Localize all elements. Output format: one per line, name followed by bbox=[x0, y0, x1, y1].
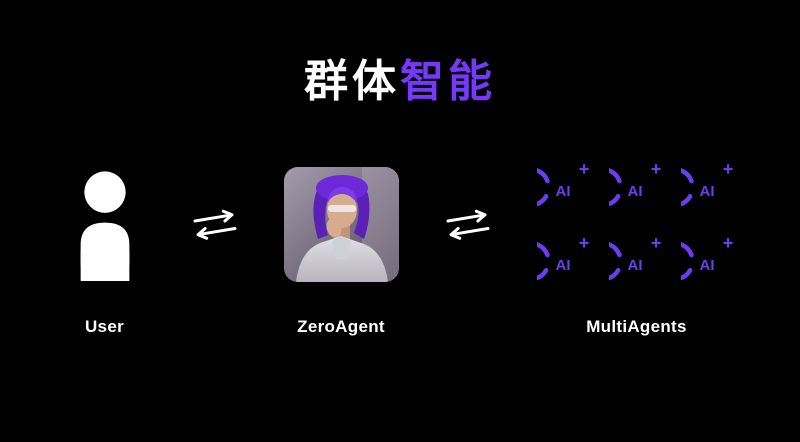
diagram-row: User bbox=[0, 152, 800, 337]
multi-agents-label: MultiAgents bbox=[586, 317, 687, 337]
node-user: User bbox=[64, 152, 146, 337]
ai-icon-text: AI bbox=[699, 183, 714, 200]
page-title: 群体智能 bbox=[0, 0, 800, 106]
ai-agents-grid: AI + AI + AI + AI bbox=[536, 160, 737, 290]
ai-icon-text: AI bbox=[555, 183, 570, 200]
ai-icon-text: AI bbox=[555, 257, 570, 274]
exchange-arrows-icon bbox=[446, 209, 489, 240]
ai-agent-icon: AI + bbox=[536, 234, 589, 281]
ai-icon-plus-badge: + bbox=[578, 234, 589, 253]
user-label: User bbox=[84, 317, 124, 337]
node-multi-agents: AI + AI + AI + AI bbox=[536, 152, 737, 337]
zero-agent-label: ZeroAgent bbox=[297, 317, 385, 337]
ai-icon-text: AI bbox=[699, 257, 714, 274]
zero-agent-avatar-art bbox=[283, 167, 399, 283]
ai-agent-icon: AI + bbox=[680, 160, 733, 207]
exchange-right bbox=[444, 152, 492, 297]
ai-agent-icon: AI + bbox=[536, 160, 589, 207]
ai-agent-icon: AI + bbox=[608, 234, 661, 281]
exchange-left bbox=[191, 152, 239, 297]
ai-icon-text: AI bbox=[627, 183, 642, 200]
ai-agent-icon: AI + bbox=[608, 160, 661, 207]
ai-icon-plus-badge: + bbox=[578, 160, 589, 179]
exchange-arrows-icon bbox=[193, 209, 236, 240]
ai-icon-text: AI bbox=[627, 257, 642, 274]
ai-icon-plus-badge: + bbox=[722, 160, 733, 179]
title-part-white: 群体 bbox=[304, 57, 400, 106]
title-part-accent: 智能 bbox=[400, 57, 496, 106]
ai-icon-plus-badge: + bbox=[650, 234, 661, 253]
user-icon bbox=[80, 171, 129, 281]
node-zero-agent: ZeroAgent bbox=[283, 152, 399, 337]
ai-agent-icon: AI + bbox=[680, 234, 733, 281]
ai-icon-plus-badge: + bbox=[722, 234, 733, 253]
zero-agent-avatar bbox=[283, 167, 399, 283]
ai-icon-plus-badge: + bbox=[650, 160, 661, 179]
